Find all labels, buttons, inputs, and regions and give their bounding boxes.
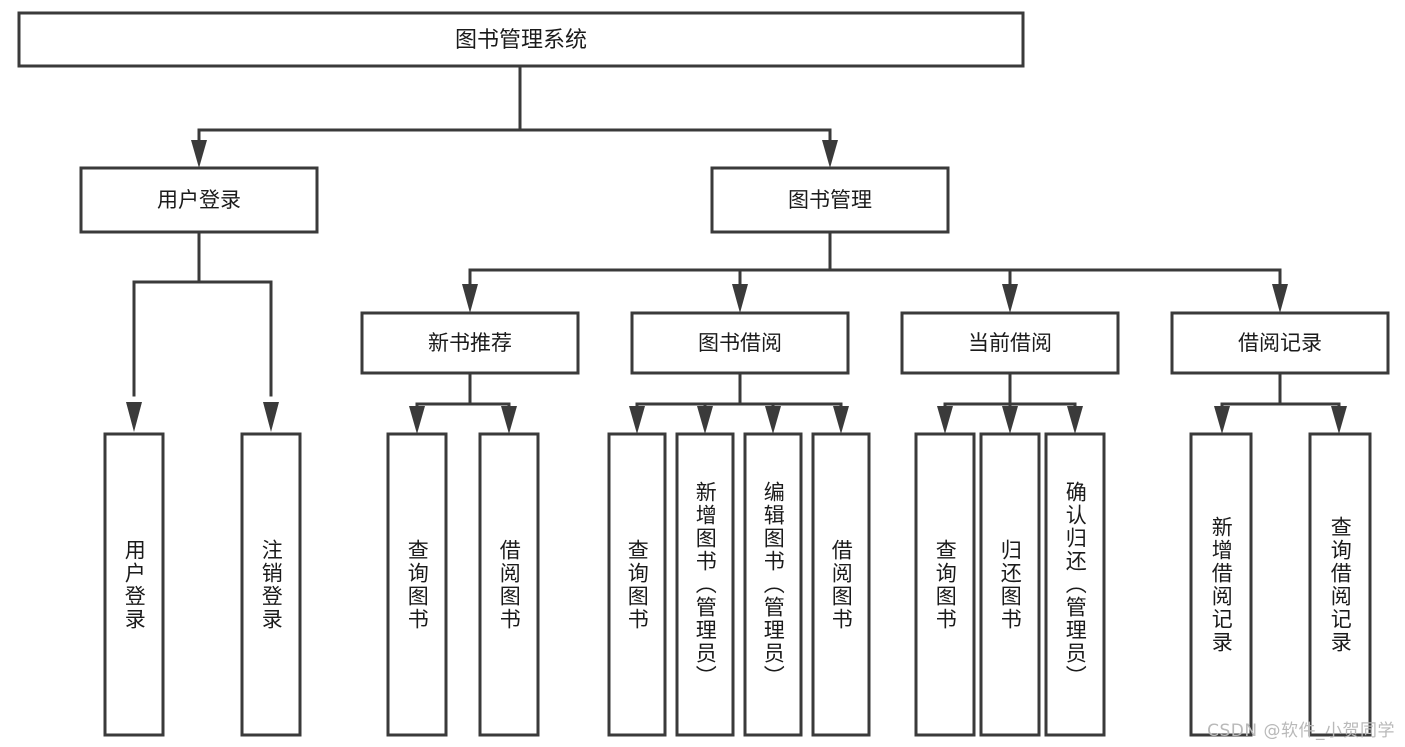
arrow-to-leaf-borrow-book-2 [833,406,849,434]
node-book-borrow[interactable] [630,311,850,375]
leaf-query-book-current[interactable] [914,432,976,737]
arrow-to-current-borrow [1002,284,1018,313]
leaf-query-borrow-record[interactable] [1308,432,1372,737]
node-user-login-label: 用户登录 [157,188,241,212]
leaf-query-book-borrow[interactable] [607,432,667,737]
arrow-to-leaf-add-book [697,406,713,434]
arrow-to-leaf-user-login [126,402,142,432]
node-book-borrow-label: 图书借阅 [698,331,782,355]
node-borrow-record[interactable] [1170,311,1390,375]
leaf-return-book[interactable] [979,432,1041,737]
arrow-to-leaf-query-book-2 [629,406,645,434]
leaf-borrow-book[interactable] [811,432,871,737]
leaf-query-book-recommend[interactable] [386,432,448,737]
leaf-confirm-return-admin[interactable] [1044,432,1106,737]
node-user-login[interactable] [79,166,319,234]
arrow-to-borrow-record [1272,284,1288,313]
node-current-borrow[interactable] [900,311,1120,375]
arrow-to-leaf-query-record [1331,406,1347,434]
arrow-to-book-borrow [732,284,748,313]
leaf-edit-book-admin[interactable] [743,432,803,737]
arrow-to-leaf-query-book-3 [937,406,953,434]
arrow-to-leaf-query-book-1 [409,406,425,434]
arrow-to-book-management [822,140,838,168]
node-layer: 图书管理系统 用户登录 图书管理 新书推荐 图书借阅 当前借阅 借阅记录 [17,11,1390,737]
arrow-to-leaf-add-record [1214,406,1230,434]
arrow-to-user-login [191,140,207,168]
node-new-book-recommend-label: 新书推荐 [428,331,512,355]
arrow-to-leaf-borrow-book-1 [501,406,517,434]
node-current-borrow-label: 当前借阅 [968,331,1052,355]
arrow-to-leaf-return-book [1002,406,1018,434]
arrow-to-leaf-confirm-return [1067,406,1083,434]
node-book-management-label: 图书管理 [788,188,872,212]
watermark: CSDN @软件_小贺同学 [1207,721,1395,741]
node-root-system[interactable] [17,11,1025,68]
connector-layer [126,64,1347,434]
leaf-user-login[interactable] [103,432,165,737]
leaf-add-borrow-record[interactable] [1189,432,1253,737]
node-new-book-recommend[interactable] [360,311,580,375]
leaf-logout[interactable] [240,432,302,737]
node-borrow-record-label: 借阅记录 [1238,331,1322,355]
node-root-system-label: 图书管理系统 [455,28,587,53]
leaf-add-book-admin[interactable] [675,432,735,737]
leaf-borrow-book-recommend[interactable] [478,432,540,737]
arrow-to-leaf-edit-book [765,406,781,434]
arrow-to-new-book-recommend [462,284,478,313]
node-book-management[interactable] [710,166,950,234]
arrow-to-leaf-logout [263,402,279,432]
